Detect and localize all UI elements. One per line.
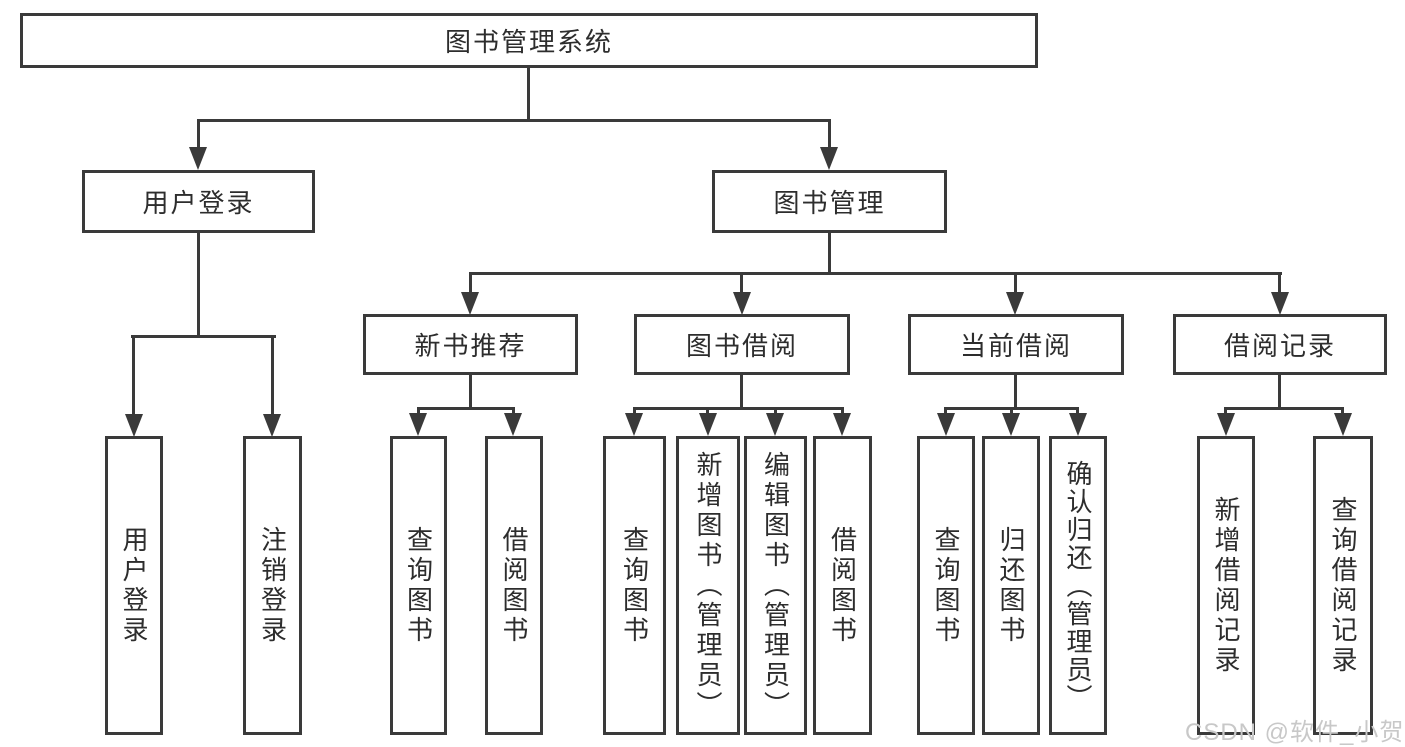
connector-sub-bar	[1224, 407, 1344, 410]
arrowhead-down-icon	[1006, 292, 1024, 315]
connector-sub-drop	[1224, 407, 1227, 417]
node-label: 归还图书	[996, 525, 1026, 646]
connector-sub-drop	[944, 407, 947, 417]
connector-sub-drop	[841, 407, 844, 417]
node-label: 新增借阅记录	[1211, 495, 1241, 676]
node-label: 确认归还（管理员）	[1063, 459, 1093, 712]
leaf-confirm-return-admin: 确认归还（管理员）	[1049, 436, 1107, 735]
node-user-login: 用户登录	[82, 170, 315, 233]
connector-root-left-drop	[197, 119, 200, 149]
connector-sub-drop	[1076, 407, 1079, 417]
node-new-book-recommend: 新书推荐	[363, 314, 578, 375]
node-label: 图书管理系统	[444, 27, 613, 57]
node-label: 借阅图书	[499, 525, 529, 646]
leaf-query-books-recommend: 查询图书	[390, 436, 447, 735]
connector-root-right-drop	[828, 119, 831, 149]
arrowhead-down-icon	[125, 414, 143, 437]
leaf-add-borrow-record: 新增借阅记录	[1197, 436, 1255, 735]
connector-login-drop	[271, 335, 274, 417]
node-borrow-records: 借阅记录	[1173, 314, 1387, 375]
leaf-edit-book-admin: 编辑图书（管理员）	[744, 436, 807, 735]
leaf-borrow-books-recommend: 借阅图书	[485, 436, 543, 735]
arrowhead-down-icon	[766, 413, 784, 436]
node-label: 查询借阅记录	[1328, 495, 1358, 676]
arrowhead-down-icon	[189, 147, 207, 170]
node-label: 查询图书	[403, 525, 434, 646]
connector-sub-drop	[1341, 407, 1344, 417]
connector-sub-drop	[512, 407, 515, 417]
leaf-logout: 注销登录	[243, 436, 302, 735]
node-label: 借阅记录	[1223, 331, 1336, 361]
arrowhead-down-icon	[833, 413, 851, 436]
node-label: 借阅图书	[827, 525, 858, 646]
connector-sub-drop	[417, 407, 420, 417]
connector-root-stub	[527, 68, 530, 122]
leaf-user-login: 用户登录	[105, 436, 163, 735]
leaf-query-books-borrow: 查询图书	[603, 436, 666, 735]
node-label: 查询图书	[931, 525, 961, 646]
leaf-query-books-current: 查询图书	[917, 436, 975, 735]
connector-mgmt-stub	[828, 233, 831, 275]
connector-root-bar	[197, 119, 831, 122]
arrowhead-down-icon	[1002, 413, 1020, 436]
node-label: 图书管理	[773, 188, 886, 218]
connector-sub-drop	[633, 407, 636, 417]
connector-sub-stub	[740, 375, 743, 410]
node-label: 新书推荐	[414, 331, 527, 361]
leaf-add-book-admin: 新增图书（管理员）	[676, 436, 740, 735]
node-book-management: 图书管理	[712, 170, 947, 233]
node-label: 注销登录	[257, 525, 288, 646]
node-book-borrow: 图书借阅	[634, 314, 850, 375]
connector-mgmt-bar	[469, 272, 1282, 275]
arrowhead-down-icon	[1334, 413, 1352, 436]
connector-sub-stub	[469, 375, 472, 410]
arrowhead-down-icon	[409, 413, 427, 436]
arrowhead-down-icon	[263, 414, 281, 437]
arrowhead-down-icon	[699, 413, 717, 436]
connector-login-stub	[197, 233, 200, 338]
leaf-borrow-books: 借阅图书	[813, 436, 872, 735]
arrowhead-down-icon	[937, 413, 955, 436]
connector-login-bar	[131, 335, 276, 338]
node-label: 用户登录	[119, 525, 149, 646]
node-label: 新增图书（管理员）	[693, 450, 723, 721]
connector-sub-drop	[1010, 407, 1013, 417]
connector-mgmt-drop	[469, 272, 472, 294]
node-current-borrow: 当前借阅	[908, 314, 1124, 375]
arrowhead-down-icon	[461, 292, 479, 315]
connector-sub-bar	[417, 407, 514, 410]
connector-sub-stub	[1278, 375, 1281, 410]
connector-sub-drop	[774, 407, 777, 417]
node-label: 图书借阅	[685, 331, 798, 361]
node-root: 图书管理系统	[20, 13, 1038, 68]
node-label: 当前借阅	[959, 331, 1072, 361]
connector-login-drop	[132, 335, 135, 417]
watermark: CSDN @软件_小贺同学	[1185, 719, 1405, 746]
arrowhead-down-icon	[1069, 413, 1087, 436]
node-label: 用户登录	[142, 188, 255, 218]
node-label: 编辑图书（管理员）	[760, 450, 791, 721]
connector-mgmt-drop	[1014, 272, 1017, 294]
leaf-return-book: 归还图书	[982, 436, 1040, 735]
arrowhead-down-icon	[1217, 413, 1235, 436]
connector-sub-bar	[633, 407, 844, 410]
leaf-query-borrow-record: 查询借阅记录	[1313, 436, 1373, 735]
connector-sub-drop	[706, 407, 709, 417]
arrowhead-down-icon	[504, 413, 522, 436]
connector-sub-stub	[1014, 375, 1017, 410]
connector-mgmt-drop	[740, 272, 743, 294]
connector-mgmt-drop	[1278, 272, 1281, 294]
arrowhead-down-icon	[733, 292, 751, 315]
arrowhead-down-icon	[625, 413, 643, 436]
arrowhead-down-icon	[1271, 292, 1289, 315]
arrowhead-down-icon	[820, 147, 838, 170]
node-label: 查询图书	[619, 525, 650, 646]
